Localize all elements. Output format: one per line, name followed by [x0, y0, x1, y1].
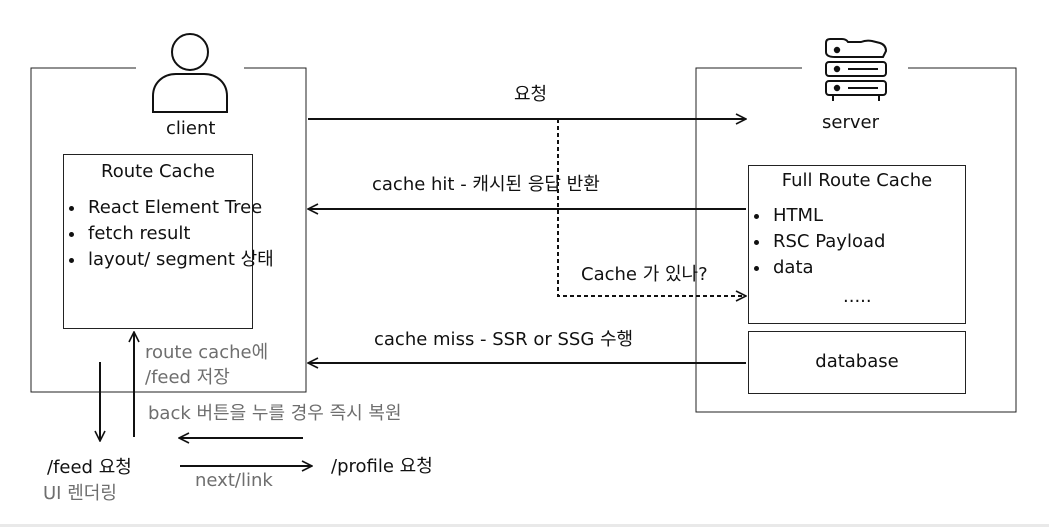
list-item: HTML [771, 203, 885, 229]
list-item: data [771, 255, 885, 281]
cache-hit-label: cache hit - 캐시된 응답 반환 [372, 174, 600, 195]
route-cache-box: Route Cache React Element Tree fetch res… [63, 154, 274, 329]
server-icon [825, 38, 888, 101]
list-item: RSC Payload [771, 229, 885, 255]
cache-check-label: Cache 가 있나? [581, 264, 708, 285]
bottom-divider [0, 524, 1049, 527]
client-label: client [166, 118, 216, 139]
profile-request-label: /profile 요청 [331, 456, 433, 477]
full-route-cache-list: HTML RSC Payload data [737, 203, 885, 281]
next-link-label: next/link [195, 470, 273, 491]
database-label: database [815, 351, 899, 372]
ui-render-label: UI 렌더링 [43, 483, 117, 504]
full-route-cache-box: Full Route Cache HTML RSC Payload data .… [748, 165, 966, 324]
server-frame [695, 67, 1017, 413]
route-cache-list: React Element Tree fetch result layout/ … [52, 195, 282, 273]
database-box: database [748, 331, 966, 394]
full-route-cache-title: Full Route Cache [781, 170, 933, 191]
full-route-cache-more: ..... [843, 286, 872, 307]
list-item: layout/ segment 상태 [86, 247, 282, 273]
cache-check-arrow [557, 119, 746, 296]
store-label-line1: route cache에 [145, 342, 269, 363]
request-label: 요청 [514, 84, 548, 105]
client-frame [30, 67, 307, 393]
back-label: back 버튼을 누를 경우 즉시 복원 [148, 403, 402, 424]
route-cache-title: Route Cache [101, 161, 215, 182]
store-label-line2: /feed 저장 [145, 367, 230, 388]
list-item: fetch result [86, 221, 282, 247]
list-item: React Element Tree [86, 195, 282, 221]
cache-miss-label: cache miss - SSR or SSG 수행 [374, 329, 634, 350]
feed-request-label: /feed 요청 [47, 457, 132, 478]
user-icon [152, 33, 228, 113]
server-label: server [822, 112, 879, 133]
